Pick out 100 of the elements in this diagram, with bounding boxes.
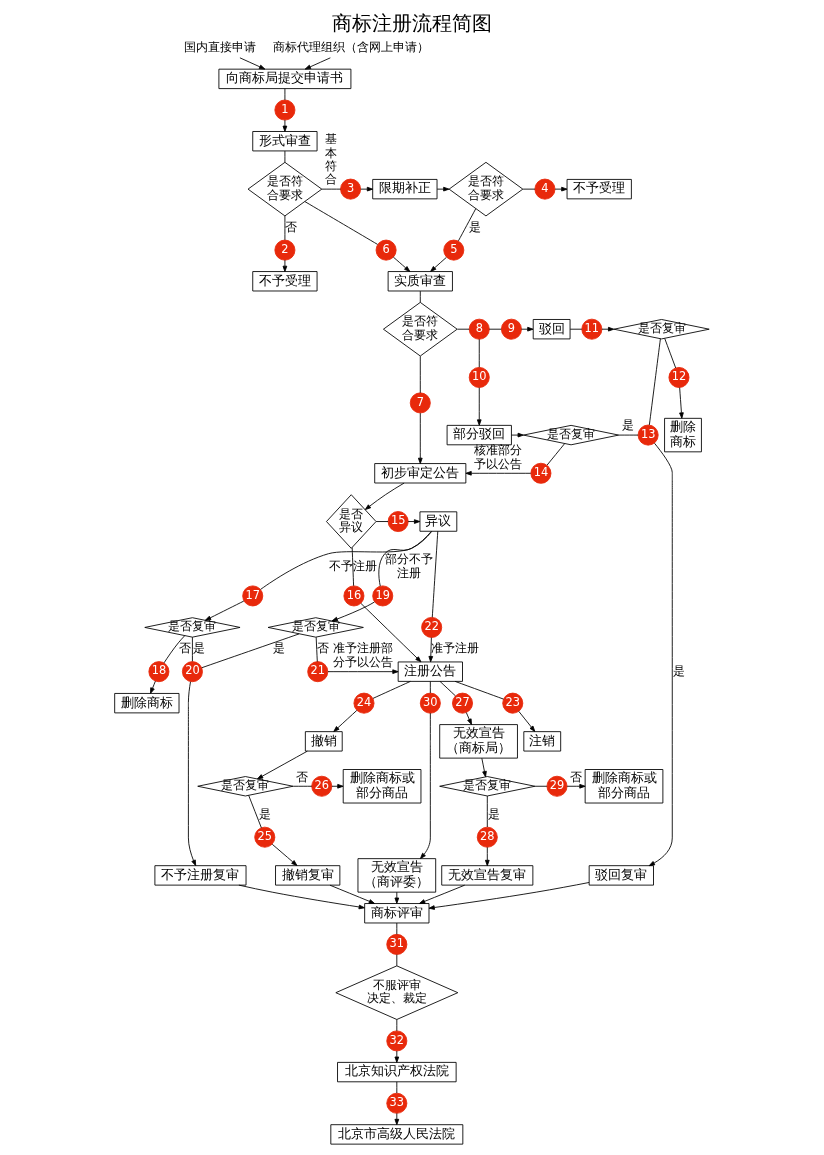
arrow — [407, 519, 421, 524]
node-box: 删除商标或部分商品 — [584, 769, 664, 804]
node-box: 删除商标 — [664, 417, 702, 453]
connector — [456, 328, 470, 330]
connector — [454, 680, 504, 700]
arrow — [282, 119, 288, 132]
connector — [372, 680, 411, 699]
node-circle: 33 — [386, 1092, 408, 1114]
connector — [315, 636, 318, 663]
arrow — [333, 710, 358, 732]
connector — [375, 521, 389, 522]
arrow — [392, 256, 411, 272]
node-box: 实质审查 — [387, 271, 453, 292]
node-circle: 14 — [530, 462, 552, 484]
connector — [396, 954, 398, 967]
node-diamond: 是否复审 — [439, 776, 536, 797]
node-box: 商标评审 — [364, 903, 430, 924]
connector — [648, 338, 661, 426]
connector — [419, 290, 421, 303]
arrow — [465, 470, 532, 476]
edge-label: 是 — [273, 641, 286, 656]
node-circle: 29 — [546, 775, 568, 797]
node-diamond: 不服评审决定、裁定 — [335, 965, 459, 1020]
node-circle: 1 — [274, 99, 296, 121]
arrow — [430, 256, 447, 272]
arrow — [648, 442, 673, 867]
connector — [292, 785, 313, 787]
node-diamond: 是否符合要求 — [448, 161, 524, 217]
connector — [396, 922, 398, 935]
connector — [439, 680, 456, 697]
edge-label: 否 — [570, 769, 583, 784]
connector — [284, 88, 286, 101]
edge-label: 是 — [622, 418, 635, 433]
arrow — [428, 882, 590, 910]
edge-label: 否 — [296, 769, 309, 784]
edge-label: 是 — [259, 807, 272, 822]
arrow — [238, 884, 365, 910]
node-diamond: 是否符合要求 — [383, 301, 458, 357]
arrow — [417, 412, 423, 464]
node-circle: 26 — [311, 775, 333, 797]
node-circle: 20 — [181, 661, 203, 683]
node-circle: 3 — [340, 178, 362, 200]
arrow — [327, 669, 399, 674]
edge-label: 是 — [192, 641, 205, 656]
node-diamond: 是否异议 — [326, 494, 377, 549]
node-box: 限期补正 — [372, 178, 438, 200]
connector — [396, 1081, 398, 1094]
arrow — [419, 884, 466, 904]
connector — [396, 1019, 398, 1032]
edge-label: 是 — [468, 219, 481, 234]
edge-label: 部分不予注册 — [385, 552, 434, 580]
arrow — [511, 432, 524, 438]
arrow — [271, 843, 298, 866]
node-circle: 24 — [353, 692, 375, 714]
arrow — [601, 326, 615, 332]
connector — [546, 443, 566, 466]
node-circle: 12 — [668, 366, 690, 388]
edge-label: 否 — [285, 219, 298, 234]
edge-label: 否 — [317, 641, 330, 656]
node-circle: 23 — [502, 692, 524, 714]
node-circle: 5 — [443, 239, 465, 261]
node-circle: 27 — [452, 692, 473, 714]
connector — [248, 794, 262, 829]
arrow — [465, 712, 472, 725]
arrow — [150, 680, 156, 694]
node-box: 删除商标 — [114, 693, 180, 714]
node-circle: 10 — [468, 366, 490, 388]
node-box: 异议 — [419, 511, 458, 532]
connector — [321, 188, 341, 190]
edge-label: 是 — [672, 663, 685, 678]
arrow — [394, 1050, 400, 1063]
arrow — [329, 884, 375, 904]
arrow — [394, 1112, 400, 1126]
connector — [201, 633, 300, 669]
connector — [192, 636, 193, 662]
connector — [419, 355, 421, 394]
node-circle: 11 — [581, 318, 603, 340]
node-box: 注销 — [523, 731, 562, 752]
arrow — [360, 603, 422, 663]
arrow — [485, 846, 490, 867]
node-circle: 28 — [476, 826, 498, 848]
diagram-title: 商标注册流程简图 — [332, 10, 492, 35]
connector — [378, 530, 432, 587]
connector — [534, 785, 548, 787]
node-circle: 13 — [637, 424, 659, 446]
node-circle: 18 — [148, 661, 170, 683]
connector — [486, 795, 488, 828]
arrow — [331, 783, 344, 789]
node-circle: 31 — [386, 933, 408, 955]
node-box: 北京市高级人民法院 — [330, 1124, 464, 1145]
arrow — [394, 891, 400, 904]
node-box: 撤销复审 — [275, 865, 341, 886]
node-circle: 32 — [386, 1030, 408, 1052]
connector — [284, 215, 286, 241]
node-circle: 25 — [254, 826, 276, 848]
node-box: 注册公告 — [397, 661, 463, 682]
node-text: 国内直接申请 — [183, 40, 256, 55]
edge-label: 准予注册部分予以公告 — [332, 641, 393, 669]
arrow — [360, 186, 374, 192]
arrow — [554, 186, 568, 192]
